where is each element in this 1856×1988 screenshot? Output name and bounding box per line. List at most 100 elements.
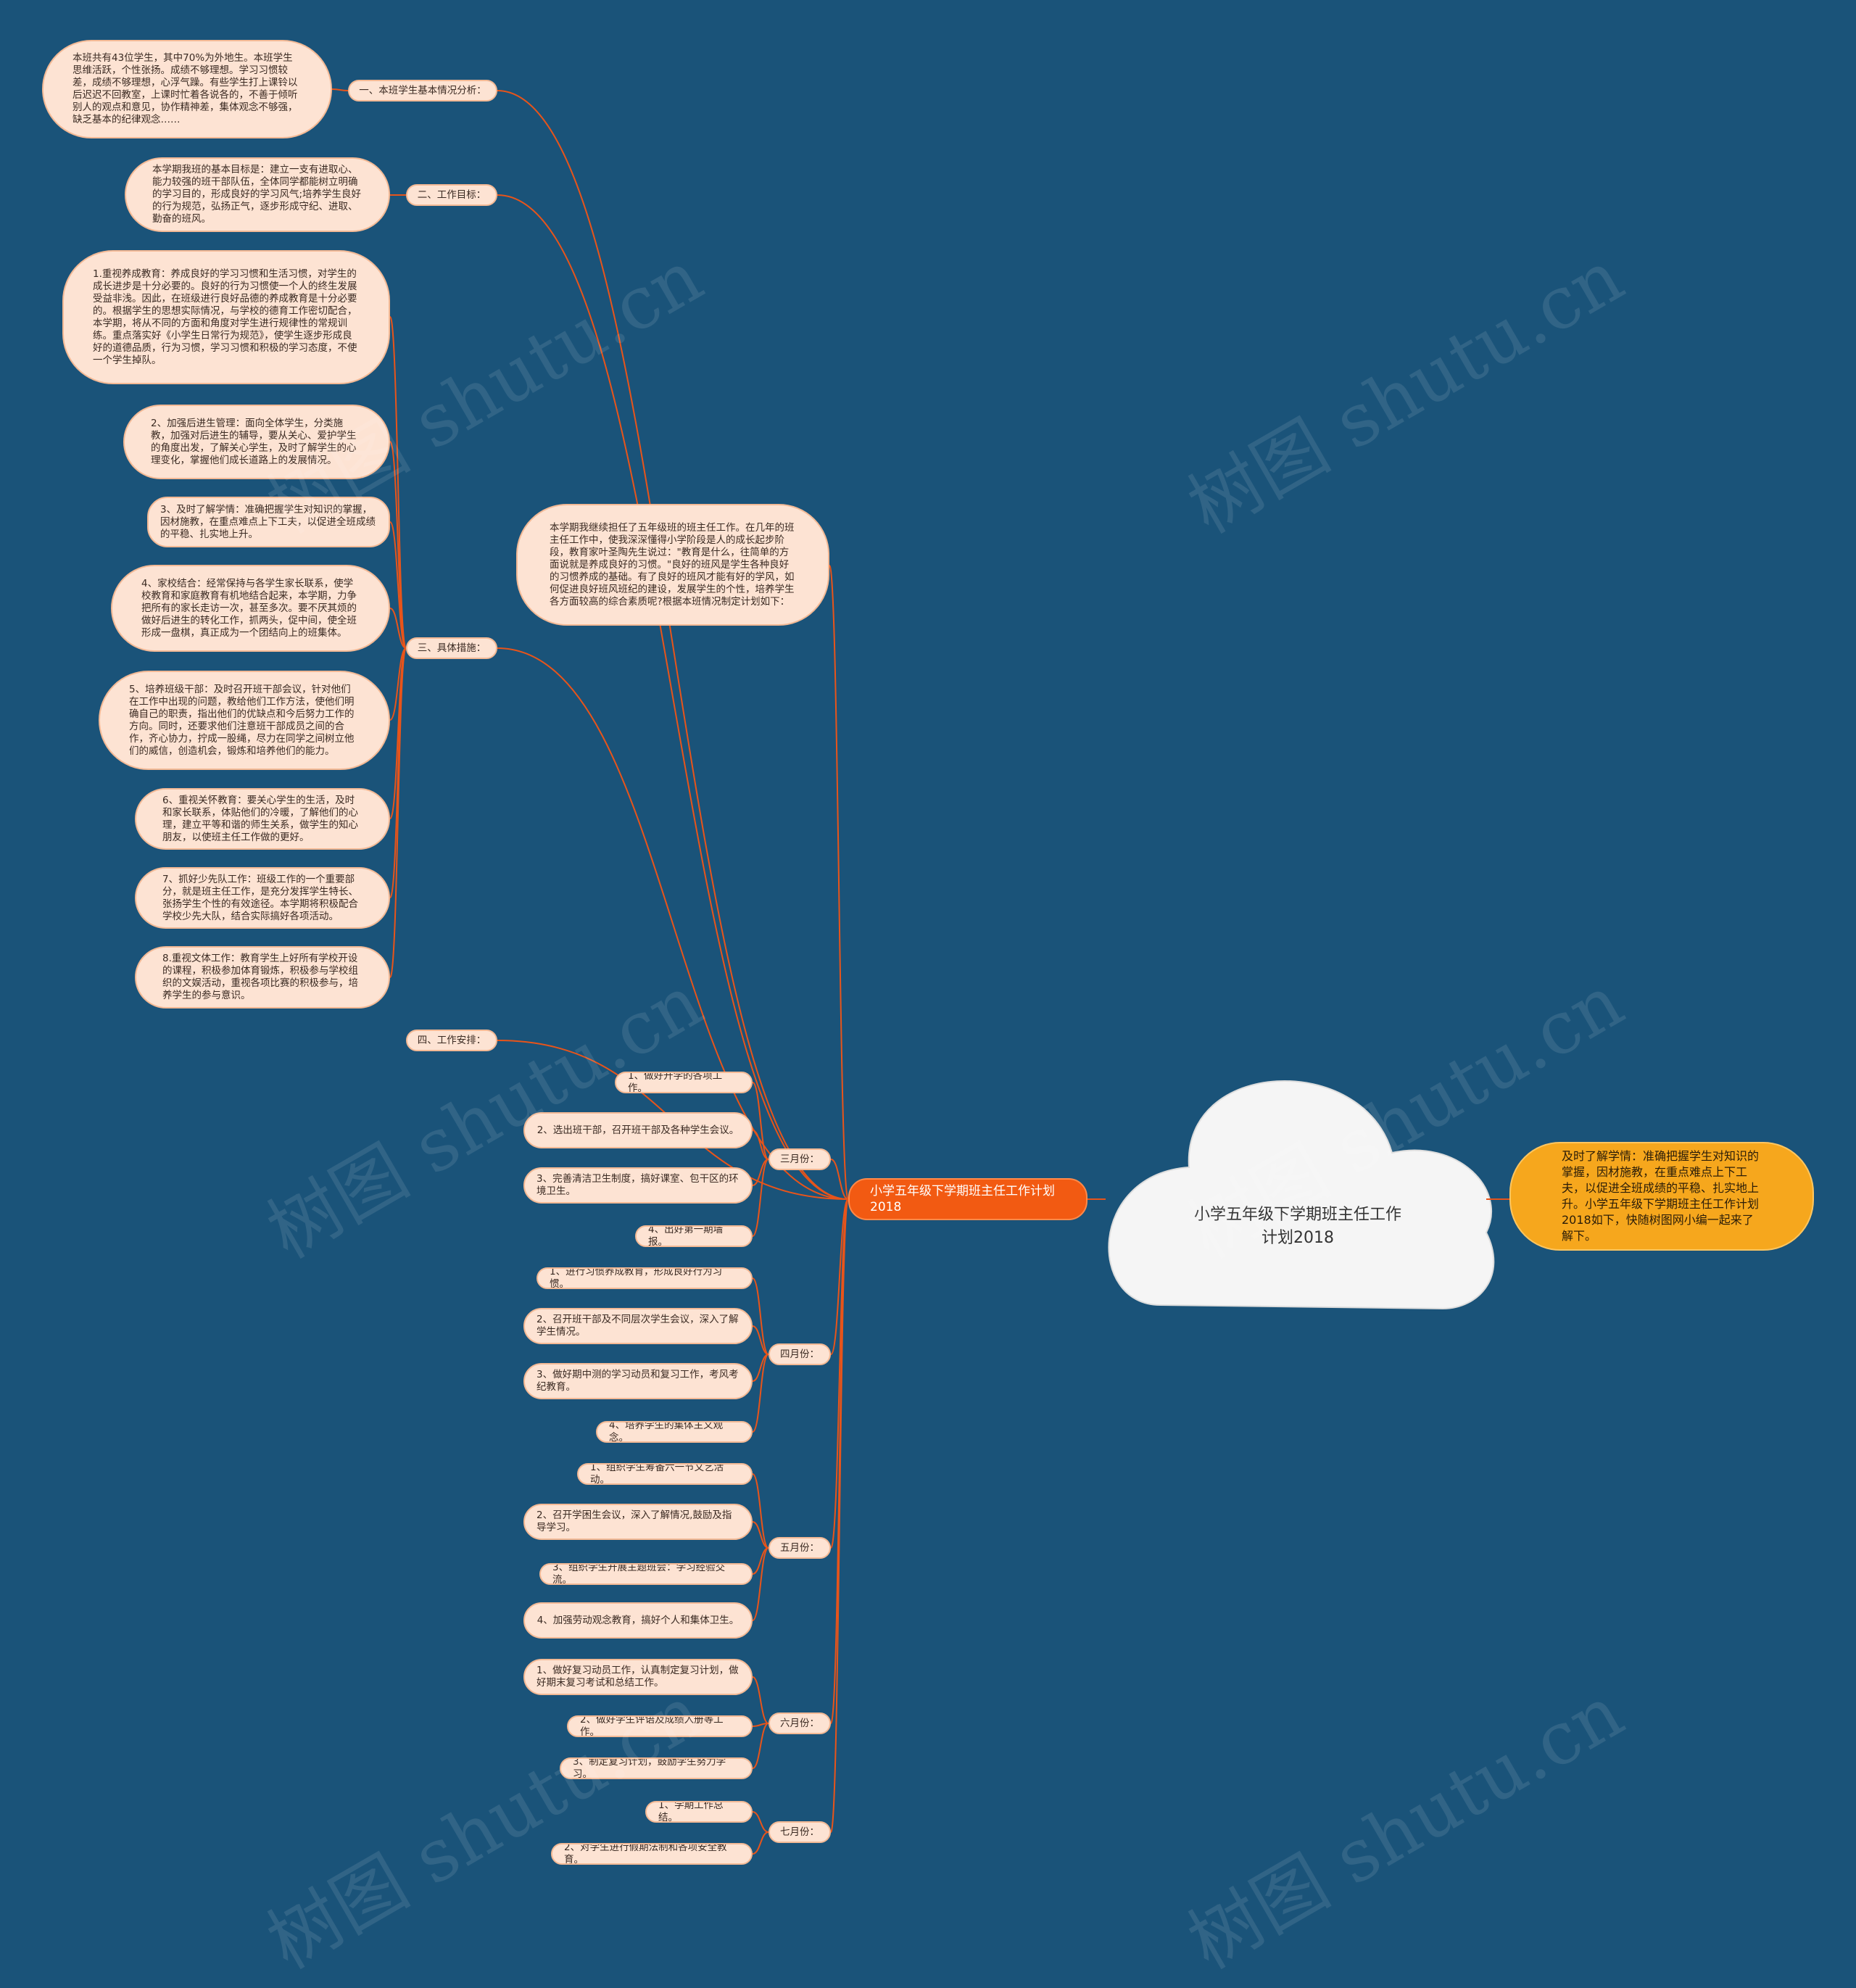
march-item-3[interactable]: 3、完善清洁卫生制度，搞好课室、包干区的环境卫生。 bbox=[523, 1167, 753, 1204]
april-item-1[interactable]: 1、进行习惯养成教育，形成良好行为习惯。 bbox=[536, 1267, 753, 1289]
june-item-2[interactable]: 2、做好学生评语及成绩入册等工作。 bbox=[567, 1715, 753, 1737]
side-note[interactable]: 及时了解学情：准确把握学生对知识的掌握，因材施教，在重点难点上下工夫，以促进全班… bbox=[1509, 1142, 1814, 1251]
month-july-label: 七月份： bbox=[780, 1826, 819, 1838]
july-item-2-text: 2、对学生进行假期法制和各项安全教育。 bbox=[564, 1843, 727, 1865]
measure-4-text: 4、家校结合：经常保持与各学生家长联系，使学校教育和家庭教育有机地结合起来，本学… bbox=[141, 577, 357, 639]
april-item-4[interactable]: 4、培养学生的集体主义观念。 bbox=[596, 1421, 753, 1443]
may-item-4-text: 4、加强劳动观念教育，搞好个人和集体卫生。 bbox=[536, 1614, 740, 1626]
may-item-3-text: 3、组织学生开展主题班会：学习经验交流。 bbox=[552, 1563, 726, 1585]
april-item-3-text: 3、做好期中测的学习动员和复习工作，考风考纪教育。 bbox=[536, 1369, 739, 1393]
april-item-4-text: 4、培养学生的集体主义观念。 bbox=[609, 1421, 724, 1443]
measure-5-text: 5、培养班级干部：及时召开班干部会议，针对他们在工作中出现的问题，教给他们工作方… bbox=[129, 683, 355, 757]
link-section-1 bbox=[497, 90, 849, 1200]
april-item-2[interactable]: 2、召开班干部及不同层次学生会议，深入了解学生情况。 bbox=[523, 1308, 753, 1344]
may-item-2-text: 2、召开学困生会议，深入了解情况,鼓励及指导学习。 bbox=[536, 1509, 732, 1533]
march-item-1[interactable]: 1、做好开学的各项工作。 bbox=[615, 1072, 753, 1093]
side-note-text: 及时了解学情：准确把握学生对知识的掌握，因材施教，在重点难点上下工夫，以促进全班… bbox=[1562, 1149, 1760, 1243]
month-april[interactable]: 四月份： bbox=[768, 1343, 831, 1365]
measure-8-text: 8.重视文体工作：教育学生上好所有学校开设的课程，积极参加体育锻炼，积极参与学校… bbox=[162, 953, 358, 1001]
link-month-2 bbox=[830, 1198, 849, 1355]
cloud-shape bbox=[1108, 1080, 1495, 1310]
measure-2-text: 2、加强后进生管理：面向全体学生，分类施教，加强对后进生的辅导，要从关心、爱护学… bbox=[151, 417, 357, 466]
link-analysis bbox=[331, 88, 349, 91]
link-month-2-item-2 bbox=[752, 1325, 769, 1355]
june-item-2-text: 2、做好学生评语及成绩入册等工作。 bbox=[580, 1715, 724, 1737]
april-item-3[interactable]: 3、做好期中测的学习动员和复习工作，考风考纪教育。 bbox=[523, 1363, 753, 1399]
goal-node[interactable]: 本学期我班的基本目标是：建立一支有进取心、能力较强的班干部队伍，全体同学都能树立… bbox=[125, 157, 390, 232]
april-item-2-text: 2、召开班干部及不同层次学生会议，深入了解学生情况。 bbox=[536, 1314, 739, 1338]
measure-5[interactable]: 5、培养班级干部：及时召开班干部会议，针对他们在工作中出现的问题，教给他们工作方… bbox=[99, 671, 390, 770]
may-item-1-text: 1、组织学生筹备六一节文艺活动。 bbox=[590, 1463, 724, 1485]
june-item-1-text: 1、做好复习动员工作，认真制定复习计划，做好期末复习考试和总结工作。 bbox=[536, 1665, 739, 1689]
month-may[interactable]: 五月份： bbox=[768, 1537, 831, 1559]
main-branch-label: 小学五年级下学期班主任工作计划2018 bbox=[870, 1184, 1055, 1214]
intro-node[interactable]: 本学期我继续担任了五年级班的班主任工作。在几年的班主任工作中，使我深深懂得小学阶… bbox=[516, 504, 829, 626]
june-item-3-text: 3、制定复习计划，鼓励学生努力学习。 bbox=[573, 1757, 726, 1779]
month-july[interactable]: 七月份： bbox=[768, 1821, 831, 1843]
link-month-1-item-2 bbox=[752, 1130, 769, 1160]
measure-8[interactable]: 8.重视文体工作：教育学生上好所有学校开设的课程，积极参加体育锻炼，积极参与学校… bbox=[135, 946, 390, 1009]
link-measure-1 bbox=[389, 316, 407, 649]
measure-3[interactable]: 3、及时了解学情：准确把握学生对知识的掌握，因材施教，在重点难点上下工夫，以促进… bbox=[147, 497, 390, 547]
july-item-1[interactable]: 1、学期工作总结。 bbox=[645, 1801, 753, 1823]
section-2-label: 二、工作目标： bbox=[417, 189, 486, 201]
measure-6[interactable]: 6、重视关怀教育：要关心学生的生活，及时和家长联系，体贴他们的冷暖，了解他们的心… bbox=[135, 788, 390, 850]
link-measure-2 bbox=[389, 441, 407, 649]
measure-7[interactable]: 7、抓好少先队工作：班级工作的一个重要部分，就是班主任工作，是充分发挥学生特长、… bbox=[135, 867, 390, 929]
measure-2[interactable]: 2、加强后进生管理：面向全体学生，分类施教，加强对后进生的辅导，要从关心、爱护学… bbox=[123, 405, 390, 479]
link-month-1 bbox=[830, 1159, 849, 1200]
goal-text: 本学期我班的基本目标是：建立一支有进取心、能力较强的班干部队伍，全体同学都能树立… bbox=[152, 164, 362, 225]
month-june-label: 六月份： bbox=[780, 1717, 819, 1729]
july-item-2[interactable]: 2、对学生进行假期法制和各项安全教育。 bbox=[551, 1843, 753, 1865]
may-item-3[interactable]: 3、组织学生开展主题班会：学习经验交流。 bbox=[539, 1563, 753, 1585]
march-item-1-text: 1、做好开学的各项工作。 bbox=[628, 1072, 723, 1093]
measure-3-text: 3、及时了解学情：准确把握学生对知识的掌握，因材施教，在重点难点上下工夫，以促进… bbox=[160, 503, 376, 540]
section-3[interactable]: 三、具体措施： bbox=[406, 637, 497, 659]
analysis-text: 本班共有43位学生，其中70%为外地生。本班学生思维活跃，个性张扬。成绩不够理想… bbox=[72, 52, 298, 125]
measure-1-text: 1.重视养成教育：养成良好的学习习惯和生活习惯，对学生的成长进步是十分必要的。良… bbox=[93, 268, 357, 366]
march-item-2[interactable]: 2、选出班干部，召开班干部及各种学生会议。 bbox=[523, 1112, 753, 1148]
june-item-3[interactable]: 3、制定复习计划，鼓励学生努力学习。 bbox=[560, 1757, 753, 1779]
march-item-2-text: 2、选出班干部，召开班干部及各种学生会议。 bbox=[536, 1124, 740, 1136]
section-4[interactable]: 四、工作安排： bbox=[406, 1030, 497, 1051]
measure-1[interactable]: 1.重视养成教育：养成良好的学习习惯和生活习惯，对学生的成长进步是十分必要的。良… bbox=[62, 250, 390, 384]
measure-6-text: 6、重视关怀教育：要关心学生的生活，及时和家长联系，体贴他们的冷暖，了解他们的心… bbox=[162, 794, 358, 843]
link-measure-4 bbox=[389, 608, 407, 649]
month-may-label: 五月份： bbox=[780, 1541, 819, 1554]
link-measure-3 bbox=[389, 521, 407, 649]
link-section-2 bbox=[497, 194, 849, 1200]
measure-7-text: 7、抓好少先队工作：班级工作的一个重要部分，就是班主任工作，是充分发挥学生特长、… bbox=[162, 873, 358, 922]
section-2[interactable]: 二、工作目标： bbox=[406, 184, 497, 206]
link-month-1-item-4 bbox=[752, 1159, 769, 1237]
main-branch[interactable]: 小学五年级下学期班主任工作计划2018 bbox=[848, 1178, 1088, 1220]
link-month-3-item-4 bbox=[752, 1547, 769, 1621]
root-title[interactable]: 小学五年级下学期班主任工作计划2018 bbox=[1193, 1206, 1401, 1247]
analysis-node[interactable]: 本班共有43位学生，其中70%为外地生。本班学生思维活跃，个性张扬。成绩不够理想… bbox=[42, 40, 332, 138]
month-june[interactable]: 六月份： bbox=[768, 1712, 831, 1734]
link-month-1-item-1 bbox=[752, 1082, 769, 1160]
may-item-1[interactable]: 1、组织学生筹备六一节文艺活动。 bbox=[577, 1463, 753, 1485]
section-4-label: 四、工作安排： bbox=[417, 1034, 486, 1046]
link-intro bbox=[829, 565, 849, 1200]
link-month-2-item-1 bbox=[752, 1277, 769, 1355]
month-april-label: 四月份： bbox=[780, 1348, 819, 1360]
link-month-3-item-1 bbox=[752, 1473, 769, 1549]
april-item-1-text: 1、进行习惯养成教育，形成良好行为习惯。 bbox=[550, 1267, 723, 1289]
link-measure-5 bbox=[389, 647, 407, 721]
march-item-3-text: 3、完善清洁卫生制度，搞好课室、包干区的环境卫生。 bbox=[536, 1173, 739, 1197]
may-item-2[interactable]: 2、召开学困生会议，深入了解情况,鼓励及指导学习。 bbox=[523, 1504, 753, 1540]
july-item-1-text: 1、学期工作总结。 bbox=[658, 1801, 724, 1823]
mind-map: 小学五年级下学期班主任工作计划2018 及时了解学情：准确把握学生对知识的掌握，… bbox=[42, 40, 1814, 1985]
march-item-4-text: 4、出好第一期墙报。 bbox=[648, 1225, 724, 1247]
link-month-3-item-2 bbox=[752, 1521, 769, 1549]
month-march[interactable]: 三月份： bbox=[768, 1148, 831, 1170]
march-item-4[interactable]: 4、出好第一期墙报。 bbox=[635, 1225, 753, 1247]
measure-4[interactable]: 4、家校结合：经常保持与各学生家长联系，使学校教育和家庭教育有机地结合起来，本学… bbox=[111, 565, 390, 652]
june-item-1[interactable]: 1、做好复习动员工作，认真制定复习计划，做好期末复习考试和总结工作。 bbox=[523, 1659, 753, 1695]
may-item-4[interactable]: 4、加强劳动观念教育，搞好个人和集体卫生。 bbox=[523, 1602, 753, 1639]
link-month-5-item-2 bbox=[752, 1831, 769, 1855]
connector-lines bbox=[331, 88, 1509, 1855]
section-1-label: 一、本班学生基本情况分析： bbox=[359, 84, 486, 96]
section-1[interactable]: 一、本班学生基本情况分析： bbox=[348, 80, 497, 102]
intro-text: 本学期我继续担任了五年级班的班主任工作。在几年的班主任工作中，使我深深懂得小学阶… bbox=[550, 521, 795, 608]
